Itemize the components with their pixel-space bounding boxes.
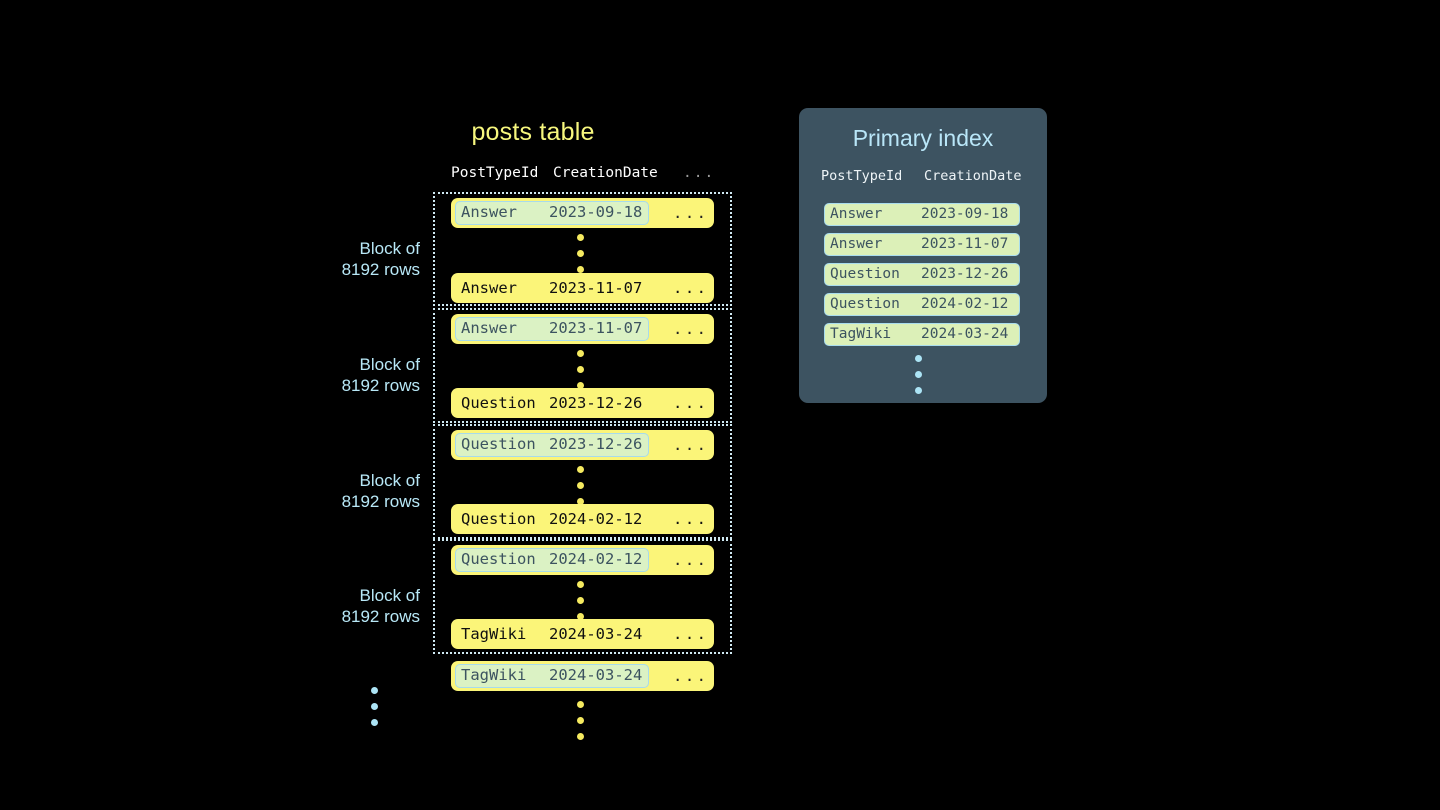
row-creationdate: 2023-12-26 xyxy=(549,435,643,453)
primary-index-title: Primary index xyxy=(852,125,994,151)
row-creationdate: 2023-11-07 xyxy=(549,279,643,297)
table-row: TagWiki 2024-03-24 ... xyxy=(451,619,714,649)
index-creationdate: 2024-02-12 xyxy=(921,296,1009,312)
index-entry-row: TagWiki 2024-03-24 xyxy=(824,323,1020,346)
block-3-label: Block of 8192 rows xyxy=(300,470,420,512)
table-row: Question 2024-02-12 ... xyxy=(451,504,714,534)
row-posttypeid: TagWiki xyxy=(461,666,527,684)
row-posttypeid: Question xyxy=(461,435,536,453)
index-key-highlight-box xyxy=(455,433,649,457)
index-creationdate: 2023-11-07 xyxy=(921,236,1009,252)
row-gap-ellipsis-icon xyxy=(577,581,586,629)
index-posttypeid: Answer xyxy=(830,236,883,252)
table-row: Question 2023-12-26 ... xyxy=(451,388,714,418)
index-posttypeid: Answer xyxy=(830,206,883,222)
index-posttypeid: Question xyxy=(830,296,900,312)
index-posttypeid: TagWiki xyxy=(830,326,892,342)
row-ellipsis: ... xyxy=(673,436,709,454)
row-creationdate: 2024-02-12 xyxy=(549,510,643,528)
row-posttypeid: Answer xyxy=(461,319,517,337)
index-key-highlight-box xyxy=(455,548,649,572)
row-gap-ellipsis-icon xyxy=(577,234,586,282)
row-posttypeid: TagWiki xyxy=(461,625,527,643)
row-gap-ellipsis-icon xyxy=(577,466,586,514)
table-row: Answer 2023-09-18 ... xyxy=(451,198,714,228)
column-header-posttypeid: PostTypeId xyxy=(821,168,903,184)
column-header-ellipsis: ... xyxy=(683,165,716,181)
row-creationdate: 2024-03-24 xyxy=(549,666,643,684)
index-key-highlight-box xyxy=(455,317,649,341)
block-3-label-line1: Block of xyxy=(359,471,420,490)
row-posttypeid: Question xyxy=(461,510,536,528)
row-ellipsis: ... xyxy=(673,394,709,412)
row-gap-ellipsis-icon xyxy=(577,350,586,398)
posts-table-column-headers: PostTypeId CreationDate ... xyxy=(433,165,718,185)
block-4 xyxy=(433,539,732,654)
row-ellipsis: ... xyxy=(673,551,709,569)
block-1-label-line2: 8192 rows xyxy=(341,260,420,279)
index-entry-row: Question 2024-02-12 xyxy=(824,293,1020,316)
column-header-creationdate: CreationDate xyxy=(553,165,658,181)
row-creationdate: 2023-09-18 xyxy=(549,203,643,221)
block-1-label-line1: Block of xyxy=(359,239,420,258)
block-4-label-line2: 8192 rows xyxy=(341,607,420,626)
index-creationdate: 2023-12-26 xyxy=(921,266,1009,282)
table-row: Question 2023-12-26 ... xyxy=(451,430,714,460)
row-posttypeid: Question xyxy=(461,550,536,568)
row-ellipsis: ... xyxy=(673,279,709,297)
block-3-label-line2: 8192 rows xyxy=(341,492,420,511)
block-2 xyxy=(433,308,732,423)
row-ellipsis: ... xyxy=(673,204,709,222)
row-creationdate: 2024-02-12 xyxy=(549,550,643,568)
index-continues-ellipsis-icon xyxy=(915,355,924,403)
index-key-highlight-box xyxy=(455,201,649,225)
index-entry-row: Answer 2023-09-18 xyxy=(824,203,1020,226)
primary-index-column-headers: PostTypeId CreationDate xyxy=(799,168,1047,188)
row-posttypeid: Answer xyxy=(461,279,517,297)
block-4-label-line1: Block of xyxy=(359,586,420,605)
table-row: TagWiki 2024-03-24 ... xyxy=(451,661,714,691)
block-2-label: Block of 8192 rows xyxy=(300,354,420,396)
index-key-highlight-box xyxy=(455,664,649,688)
primary-index-panel: Primary index PostTypeId CreationDate An… xyxy=(799,108,1047,403)
row-ellipsis: ... xyxy=(673,667,709,685)
index-creationdate: 2023-09-18 xyxy=(921,206,1009,222)
block-2-label-line2: 8192 rows xyxy=(341,376,420,395)
index-entry-row: Question 2023-12-26 xyxy=(824,263,1020,286)
row-posttypeid: Question xyxy=(461,394,536,412)
table-row: Answer 2023-11-07 ... xyxy=(451,273,714,303)
block-4-label: Block of 8192 rows xyxy=(300,585,420,627)
block-3 xyxy=(433,424,732,539)
table-continues-ellipsis-icon xyxy=(577,701,586,749)
index-entry-row: Answer 2023-11-07 xyxy=(824,233,1020,256)
block-2-label-line1: Block of xyxy=(359,355,420,374)
row-posttypeid: Answer xyxy=(461,203,517,221)
index-posttypeid: Question xyxy=(830,266,900,282)
row-ellipsis: ... xyxy=(673,625,709,643)
column-header-creationdate: CreationDate xyxy=(924,168,1022,184)
column-header-posttypeid: PostTypeId xyxy=(451,165,539,181)
block-1-label: Block of 8192 rows xyxy=(300,238,420,280)
index-creationdate: 2024-03-24 xyxy=(921,326,1009,342)
row-ellipsis: ... xyxy=(673,510,709,528)
posts-table-title: posts table xyxy=(471,118,595,146)
block-1 xyxy=(433,192,732,306)
row-creationdate: 2023-12-26 xyxy=(549,394,643,412)
row-creationdate: 2023-11-07 xyxy=(549,319,643,337)
table-row: Answer 2023-11-07 ... xyxy=(451,314,714,344)
row-ellipsis: ... xyxy=(673,320,709,338)
blocks-continue-ellipsis-icon xyxy=(371,687,380,735)
row-creationdate: 2024-03-24 xyxy=(549,625,643,643)
table-row: Question 2024-02-12 ... xyxy=(451,545,714,575)
